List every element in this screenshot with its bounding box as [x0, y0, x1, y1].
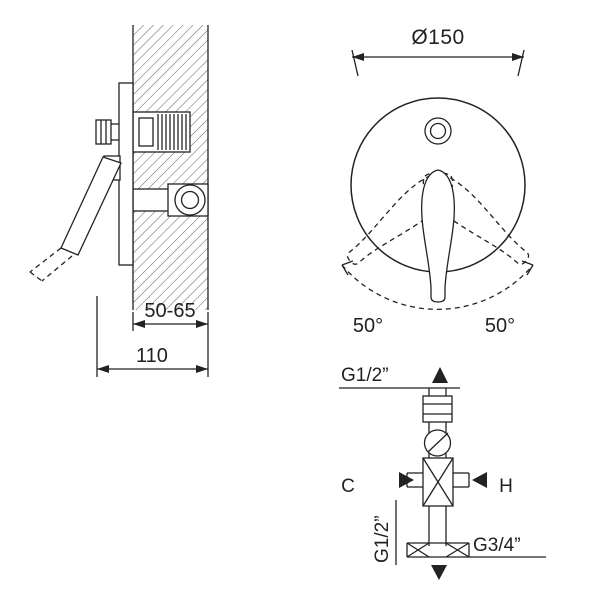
diverter-body: [132, 183, 209, 217]
down-arrow-icon: [431, 565, 447, 580]
wall-hatching: [133, 25, 208, 310]
front-view: Ø150 50° 50°: [338, 26, 538, 337]
cold-flow-arrow-icon: [399, 472, 414, 488]
swivel-joint: [423, 429, 452, 457]
rotation-arrow-left-icon: [341, 260, 354, 276]
dimension-depth: 50-65: [132, 300, 209, 377]
faceplate-side: [118, 82, 134, 266]
cold-inlet-label: C: [341, 476, 355, 497]
lever-handle-front: [421, 169, 455, 303]
lever-handle-side: [29, 155, 122, 282]
left-angle-label: 50°: [353, 315, 383, 337]
dim-arrow-right-icon: [196, 365, 208, 373]
hot-flow-arrow-icon: [472, 472, 487, 488]
side-view: 50-65 110: [29, 25, 209, 377]
inlet-thread-label: G1/2”: [372, 515, 393, 563]
dim-arrow-left-icon: [97, 365, 109, 373]
dim-arrow-right-icon: [196, 320, 208, 328]
wall-union-connector: [95, 119, 121, 145]
shower-outlet-label: G1/2”: [341, 365, 389, 386]
diameter-dimension-label: Ø150: [411, 26, 464, 49]
depth-dimension-label: 50-65: [144, 300, 195, 322]
valve-body: [132, 111, 191, 153]
connection-schematic: G1/2”: [339, 365, 546, 580]
diverter-button-inner: [429, 122, 447, 140]
rotation-arrow-right-icon: [521, 260, 534, 276]
bottom-manifold: [406, 542, 546, 558]
dim-arrow-left-icon: [133, 320, 145, 328]
up-arrow-icon: [432, 367, 448, 383]
cartridge-ribs: [157, 114, 187, 150]
dimension-diameter: Ø150: [351, 26, 525, 77]
dim-arrow-right-icon: [512, 53, 524, 61]
width-dimension-label: 110: [136, 345, 168, 367]
dim-arrow-left-icon: [352, 53, 364, 61]
mixer-body: [406, 457, 470, 507]
spout-outlet-label: G3/4”: [473, 535, 521, 556]
right-angle-label: 50°: [485, 315, 515, 337]
rotation-arc: [341, 264, 534, 310]
top-fitting: [422, 395, 453, 423]
hot-inlet-label: H: [499, 476, 513, 497]
dimension-width: 110: [96, 296, 208, 377]
